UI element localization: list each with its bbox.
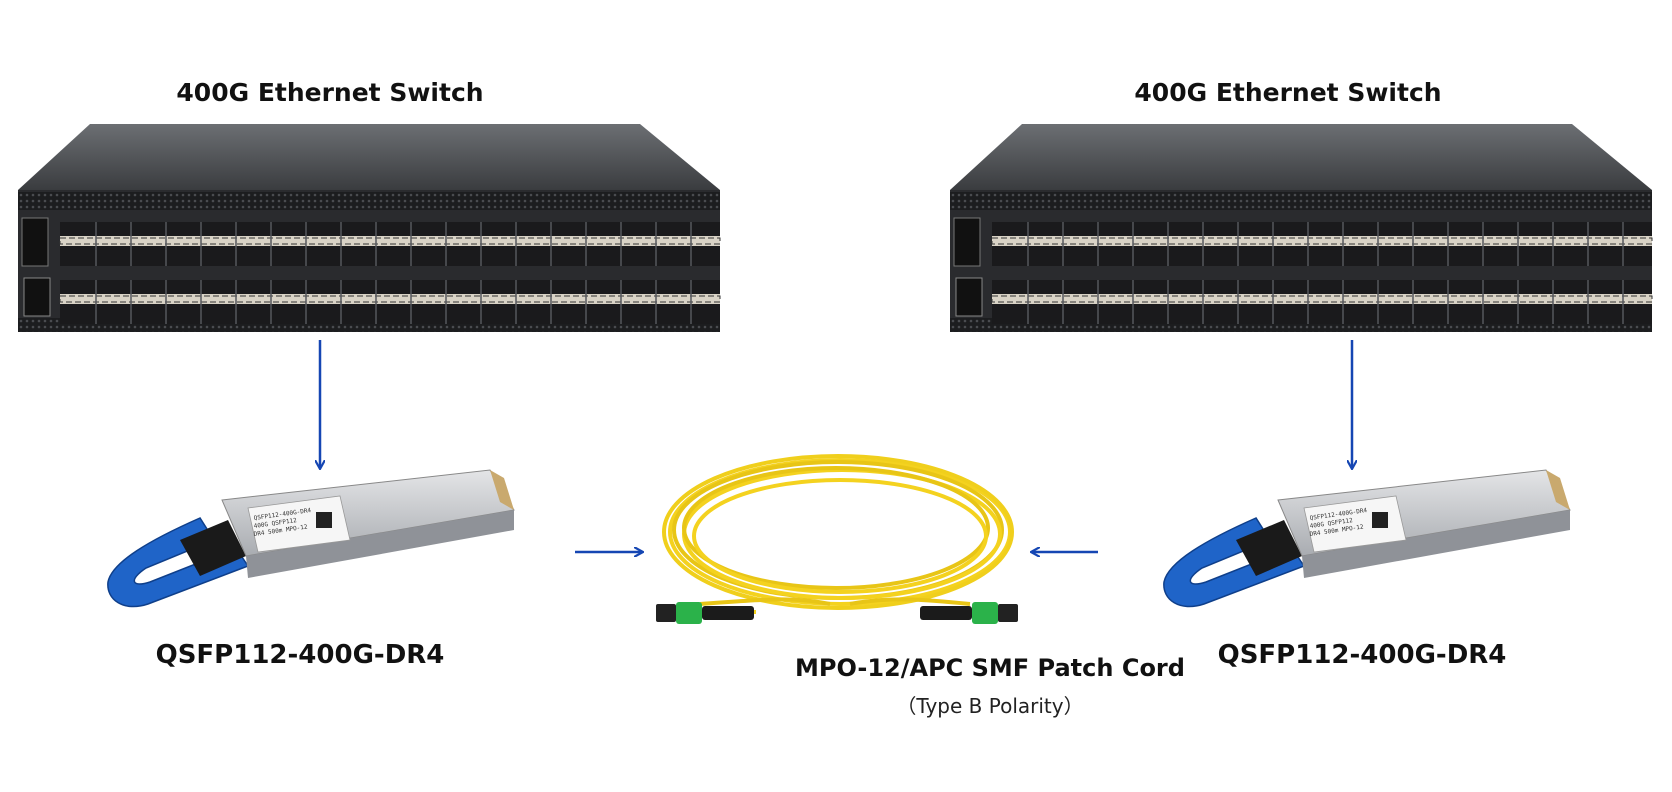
- patch-cord-icon: [662, 454, 1014, 614]
- module-left-title: QSFP112-400G-DR4: [155, 640, 445, 670]
- module-right-title: QSFP112-400G-DR4: [1217, 640, 1507, 670]
- switch-left-ports: [59, 222, 721, 324]
- switch-right-icon: [950, 124, 1653, 332]
- switch-left-icon: [18, 124, 721, 332]
- cord-subtitle: （Type B Polarity）: [896, 694, 1084, 718]
- mpo-connector-right-icon: [920, 602, 1018, 624]
- transceiver-right-icon: [1163, 469, 1571, 608]
- transceiver-left-icon: [107, 469, 515, 608]
- switch-left-title: 400G Ethernet Switch: [176, 78, 484, 107]
- switch-right-title: 400G Ethernet Switch: [1134, 78, 1442, 107]
- mpo-connector-left-icon: [656, 602, 754, 624]
- switch-right-ports: [991, 222, 1653, 324]
- cord-title: MPO-12/APC SMF Patch Cord: [795, 654, 1185, 682]
